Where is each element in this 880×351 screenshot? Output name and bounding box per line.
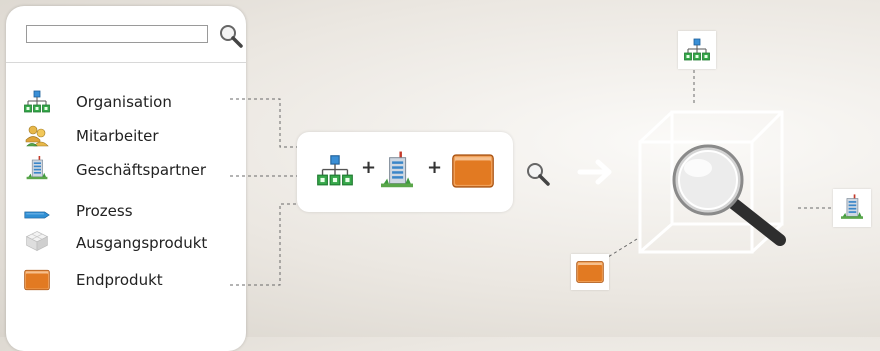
list-item-label: Prozess <box>76 202 133 220</box>
connector-endprodukt <box>230 203 300 286</box>
plus-operator: + <box>361 157 377 178</box>
list-item-endprodukt[interactable]: Endprodukt <box>24 268 239 292</box>
entity-panel: Organisation Mitarbeiter Geschäftspartne… <box>6 6 246 351</box>
combination-box: + + <box>297 132 513 212</box>
list-item-label: Mitarbeiter <box>76 127 159 145</box>
list-item-geschaeftspartner[interactable]: Geschäftspartner <box>24 158 239 182</box>
arrow-right-icon <box>577 159 612 185</box>
list-item-ausgangsprodukt[interactable]: Ausgangsprodukt <box>24 231 239 255</box>
business-partner-icon <box>841 193 863 221</box>
list-item-label: Organisation <box>76 93 172 111</box>
connector-lines <box>230 70 832 286</box>
cube-magnifier-icon <box>638 110 786 254</box>
divider <box>6 62 246 63</box>
list-item-prozess[interactable]: Prozess <box>24 199 239 223</box>
cube-left-node <box>571 254 609 290</box>
organisation-icon <box>684 37 710 63</box>
business-partner-icon <box>381 150 413 190</box>
end-product-icon <box>576 260 604 284</box>
list-item-label: Ausgangsprodukt <box>76 234 208 252</box>
cube-top-node <box>678 31 716 69</box>
plus-operator: + <box>427 157 443 178</box>
organisation-icon <box>317 154 353 188</box>
search-bar <box>18 22 238 52</box>
list-item-label: Endprodukt <box>76 271 163 289</box>
connector-organisation <box>230 98 300 148</box>
magnifier-icon[interactable] <box>525 161 551 187</box>
list-item-organisation[interactable]: Organisation <box>24 90 239 114</box>
list-item-label: Geschäftspartner <box>76 161 206 179</box>
cube-right-node <box>833 189 871 227</box>
list-item-mitarbeiter[interactable]: Mitarbeiter <box>24 124 239 148</box>
search-input[interactable] <box>26 25 208 43</box>
end-product-icon <box>451 154 495 188</box>
